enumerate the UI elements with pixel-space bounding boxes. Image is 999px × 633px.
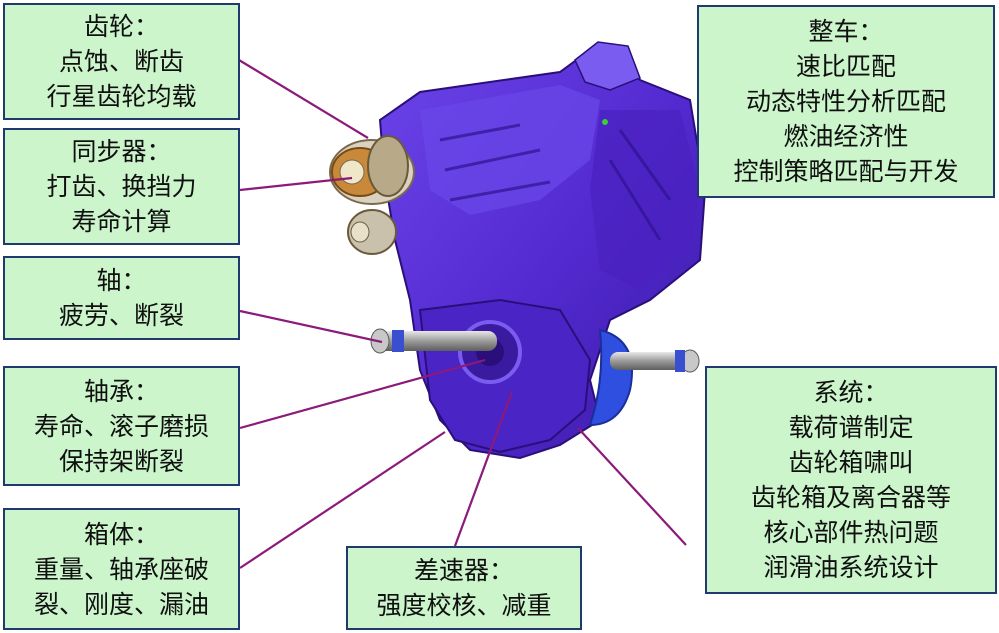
gear-assembly <box>329 135 415 255</box>
helical-gear-lower-hub <box>350 221 370 243</box>
leader-shaft <box>239 309 383 344</box>
system-line-1: 载荷谱制定 <box>788 413 914 442</box>
vehicle-line-1: 速比匹配 <box>795 52 896 81</box>
leader-system <box>577 427 687 546</box>
shaft-left <box>372 331 497 351</box>
diff-title: 差速器： <box>413 556 514 585</box>
housing-right-flange <box>590 110 700 290</box>
system-line-5: 润滑油系统设计 <box>763 553 939 582</box>
differential-box: 差速器： 强度校核、减重 <box>346 546 582 630</box>
gear-box: 齿轮： 点蚀、断齿 行星齿轮均载 <box>3 3 240 120</box>
gearbox-housing <box>378 41 707 460</box>
bearing-line-1: 寿命、滚子磨损 <box>33 411 209 441</box>
vehicle-line-4: 控制策略匹配与开发 <box>733 157 959 186</box>
shaft-collar-left <box>392 330 404 352</box>
leader-sync <box>239 176 353 192</box>
shaft-title: 轴： <box>96 266 147 295</box>
sync-line-1: 打齿、换挡力 <box>46 172 197 201</box>
vehicle-box: 整车： 速比匹配 动态特性分析匹配 燃油经济性 控制策略匹配与开发 <box>697 5 995 198</box>
leader-gear <box>233 56 369 139</box>
synchronizer-hub <box>339 159 365 185</box>
system-box: 系统： 载荷谱制定 齿轮箱啸叫 齿轮箱及离合器等 核心部件热问题 润滑油系统设计 <box>705 366 997 594</box>
sync-title: 同步器： <box>71 137 172 166</box>
vehicle-title: 整车： <box>808 17 884 46</box>
housing-top-cap <box>574 41 641 91</box>
housing-marker <box>602 119 608 125</box>
leader-lines <box>233 56 687 569</box>
gear-line-1: 点蚀、断齿 <box>58 47 184 76</box>
housing-line-2: 裂、刚度、漏油 <box>33 589 209 619</box>
bearing-box: 轴承： 寿命、滚子磨损 保持架断裂 <box>3 366 240 486</box>
housing-box: 箱体： 重量、轴承座破 裂、刚度、漏油 <box>3 508 240 630</box>
gear-line-2: 行星齿轮均载 <box>46 82 197 111</box>
shaft-line-1: 疲劳、断裂 <box>58 301 184 330</box>
housing-side-panel <box>420 85 600 215</box>
gear-title: 齿轮： <box>83 12 159 41</box>
housing-ribs <box>439 123 672 241</box>
sync-line-2: 寿命计算 <box>71 207 172 236</box>
helical-gear-lower <box>347 209 397 255</box>
system-line-4: 核心部件热问题 <box>763 518 939 547</box>
leader-diff <box>453 391 514 547</box>
housing-line-1: 重量、轴承座破 <box>33 554 209 584</box>
synchronizer-box: 同步器： 打齿、换挡力 寿命计算 <box>3 128 240 245</box>
vehicle-line-2: 动态特性分析匹配 <box>745 87 946 116</box>
shaft-collar-right <box>675 350 685 372</box>
shaft-box: 轴： 疲劳、断裂 <box>3 256 240 340</box>
helical-gear-upper <box>367 135 409 197</box>
system-line-3: 齿轮箱及离合器等 <box>750 483 951 512</box>
system-title: 系统： <box>813 378 889 407</box>
bearing-line-2: 保持架断裂 <box>58 446 184 476</box>
leader-bearing <box>239 358 486 430</box>
housing-title: 箱体： <box>83 519 159 549</box>
system-line-2: 齿轮箱啸叫 <box>788 448 914 477</box>
bearing-title: 轴承： <box>83 376 159 406</box>
diff-line-1: 强度校核、减重 <box>376 591 552 620</box>
leader-housing <box>239 431 446 569</box>
output-shaft <box>370 328 700 373</box>
vehicle-line-3: 燃油经济性 <box>783 122 909 151</box>
